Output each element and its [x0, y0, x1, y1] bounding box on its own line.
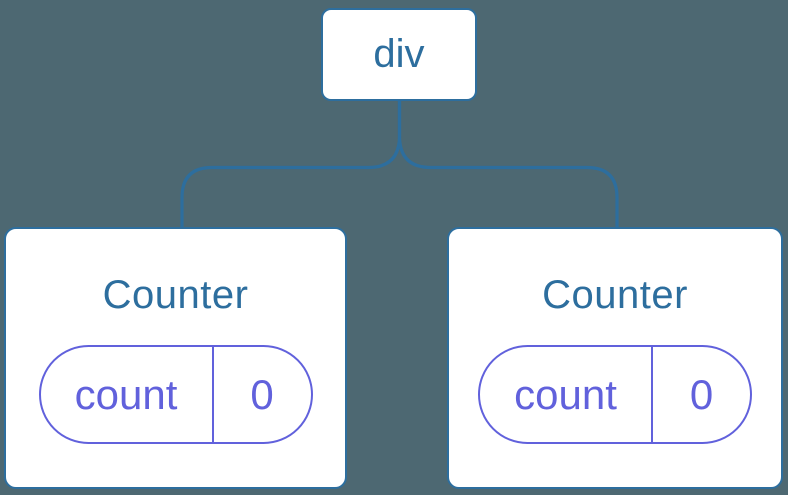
card-title: Counter — [102, 273, 249, 317]
counter-card-right: Counter count 0 — [447, 227, 783, 489]
state-value: 0 — [250, 370, 274, 418]
pill-divider — [211, 347, 214, 442]
counter-card-left: Counter count 0 — [4, 227, 347, 489]
pill-divider — [651, 347, 653, 442]
card-title: Counter — [542, 273, 688, 317]
state-key: count — [514, 370, 617, 418]
connector-right-branch — [397, 100, 619, 228]
root-node-div: div — [321, 8, 477, 101]
state-pill: count 0 — [38, 345, 313, 444]
connector-left-branch — [180, 100, 402, 228]
root-node-label: div — [373, 32, 425, 76]
state-pill: count 0 — [478, 345, 752, 444]
state-value: 0 — [689, 370, 714, 418]
state-key: count — [74, 370, 178, 418]
